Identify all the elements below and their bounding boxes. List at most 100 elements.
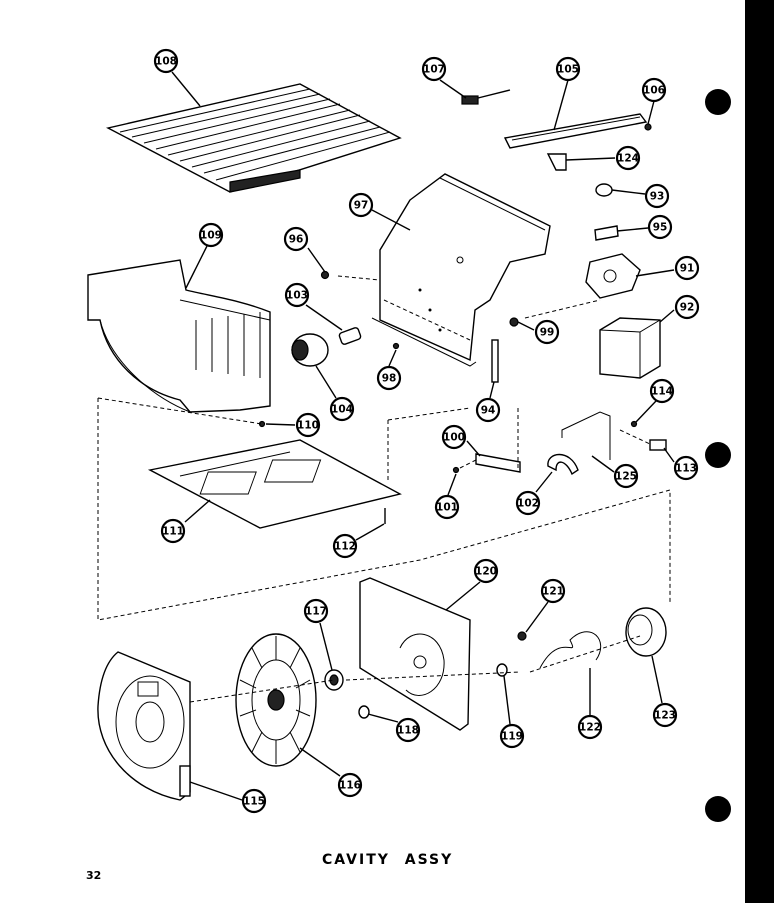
callout-120: 120 <box>473 558 499 584</box>
part-119-nut <box>496 663 508 677</box>
punch-hole-middle <box>705 442 731 468</box>
part-122-heater-element <box>539 631 602 669</box>
callout-115: 115 <box>241 788 267 814</box>
part-116-fan-blade <box>235 633 317 767</box>
callout-99: 99 <box>534 319 560 345</box>
callout-label: 120 <box>475 566 497 578</box>
part-113-switch <box>649 439 667 451</box>
callout-label: 118 <box>397 725 419 737</box>
callout-114: 114 <box>649 378 675 404</box>
callout-label: 98 <box>382 373 397 385</box>
callout-label: 96 <box>289 234 304 246</box>
callout-label: 97 <box>354 200 369 212</box>
callout-label: 103 <box>286 290 308 302</box>
callout-label: 100 <box>443 432 465 444</box>
part-100-bracket <box>475 453 521 473</box>
callout-label: 91 <box>680 263 695 275</box>
callout-label: 94 <box>481 405 496 417</box>
callout-98: 98 <box>376 365 402 391</box>
callout-label: 124 <box>617 153 639 165</box>
part-124-bracket <box>546 153 567 171</box>
callout-124: 124 <box>615 145 641 171</box>
callout-label: 119 <box>501 731 523 743</box>
callout-label: 105 <box>557 64 579 76</box>
part-96-nut <box>320 270 330 280</box>
callout-122: 122 <box>577 714 603 740</box>
part-118-washer <box>358 705 370 719</box>
leader-lines <box>171 71 675 801</box>
callout-label: 116 <box>339 780 361 792</box>
assembly-dashed-lines <box>97 275 671 703</box>
part-95-switch <box>594 225 619 241</box>
part-123-reflector <box>625 607 667 657</box>
callout-106: 106 <box>641 77 667 103</box>
callout-97: 97 <box>348 192 374 218</box>
callout-109: 109 <box>198 222 224 248</box>
callout-111: 111 <box>160 518 186 544</box>
part-94-strip <box>491 339 499 383</box>
callout-92: 92 <box>674 294 700 320</box>
part-125-wire <box>561 411 611 460</box>
part-101-screw <box>452 466 460 474</box>
callout-117: 117 <box>303 598 329 624</box>
callout-113: 113 <box>673 455 699 481</box>
part-102-clip <box>547 453 579 476</box>
punch-hole-top <box>705 89 731 115</box>
part-97-cavity-wall <box>371 173 551 367</box>
callout-94: 94 <box>475 397 501 423</box>
part-109-air-guide <box>87 259 271 413</box>
callout-96: 96 <box>283 226 309 252</box>
callout-label: 102 <box>517 498 539 510</box>
callout-95: 95 <box>647 214 673 240</box>
callout-125: 125 <box>613 463 639 489</box>
callout-93: 93 <box>644 183 670 209</box>
callout-layer: 108 107 105 106 124 93 97 95 109 96 91 103 92 99 98 114… <box>153 48 700 814</box>
callout-label: 122 <box>579 722 601 734</box>
callout-label: 107 <box>423 64 445 76</box>
callout-label: 110 <box>297 420 319 432</box>
callout-107: 107 <box>421 56 447 82</box>
part-107-rod <box>461 89 511 105</box>
part-108-shelf-grille <box>105 83 402 193</box>
part-114-screw <box>630 420 638 428</box>
part-115-fan-housing <box>97 651 191 801</box>
callout-100: 100 <box>441 424 467 450</box>
callout-label: 92 <box>680 302 695 314</box>
callout-121: 121 <box>540 578 566 604</box>
callout-label: 93 <box>650 191 665 203</box>
part-121-nut <box>517 631 527 641</box>
callout-label: 104 <box>331 404 353 416</box>
punch-hole-bottom <box>705 796 731 822</box>
callout-102: 102 <box>515 490 541 516</box>
callout-label: 117 <box>305 606 327 618</box>
callout-103: 103 <box>284 282 310 308</box>
callout-116: 116 <box>337 772 363 798</box>
callout-label: 99 <box>540 327 555 339</box>
part-106-screw <box>644 123 652 131</box>
part-98-screw <box>392 342 400 350</box>
binding-edge <box>745 0 774 903</box>
callout-112: 112 <box>332 533 358 559</box>
part-105-rail <box>503 113 648 149</box>
callout-label: 113 <box>675 463 697 475</box>
callout-label: 112 <box>334 541 356 553</box>
callout-label: 121 <box>542 586 564 598</box>
callout-110: 110 <box>295 412 321 438</box>
page-number: 32 <box>86 869 102 882</box>
callout-118: 118 <box>395 717 421 743</box>
callout-105: 105 <box>555 56 581 82</box>
callout-label: 109 <box>200 230 222 242</box>
callout-label: 106 <box>643 85 665 97</box>
part-104-motor <box>291 333 329 367</box>
callout-123: 123 <box>652 702 678 728</box>
callout-91: 91 <box>674 255 700 281</box>
part-92-cover-box <box>599 317 661 379</box>
diagram-title: CAVITY ASSY <box>322 852 454 868</box>
callout-label: 114 <box>651 386 673 398</box>
part-93-knob <box>595 183 613 197</box>
part-99-grommet <box>509 317 519 327</box>
callout-108: 108 <box>153 48 179 74</box>
callout-101: 101 <box>434 494 460 520</box>
callout-label: 111 <box>162 526 184 538</box>
